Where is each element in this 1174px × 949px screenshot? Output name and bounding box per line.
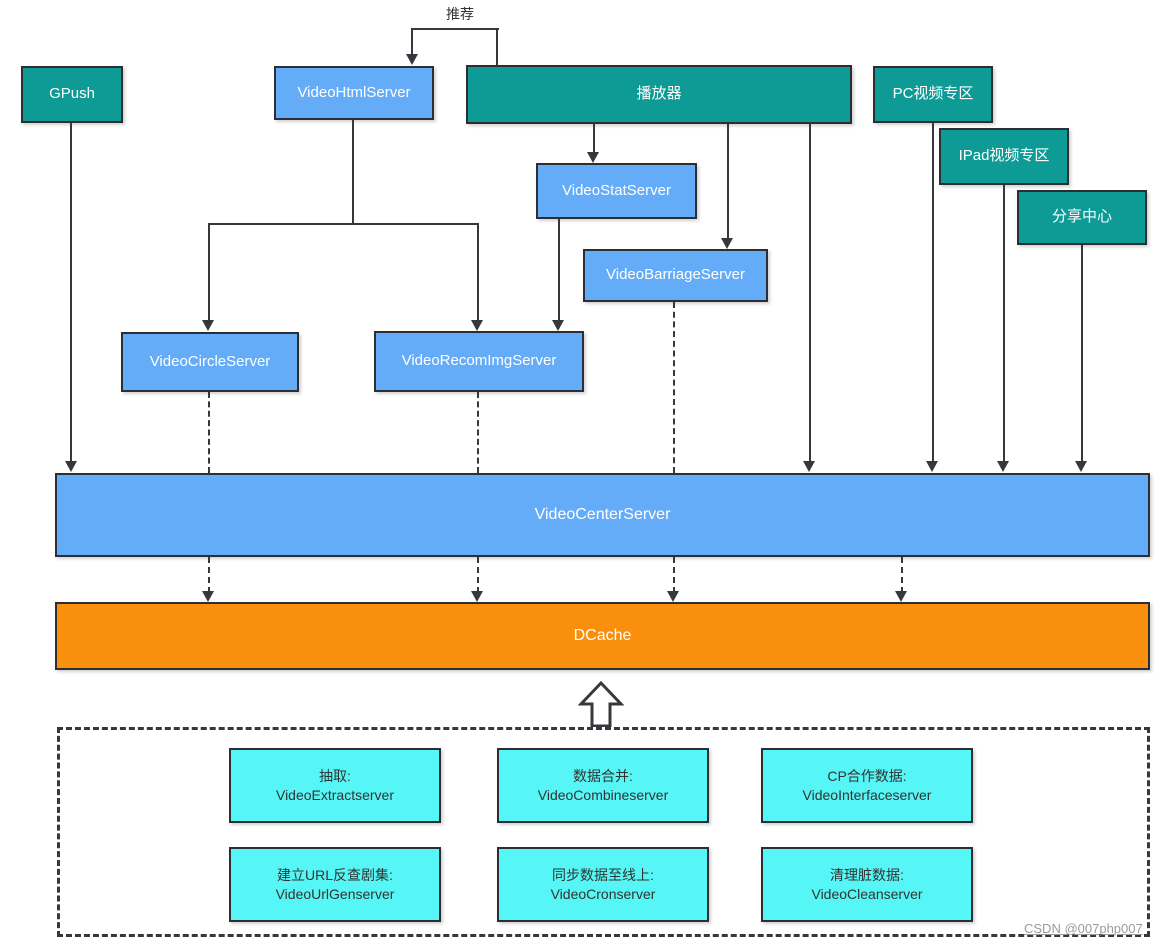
- node-video-html-server-label: VideoHtmlServer: [297, 83, 411, 101]
- arrowhead-gpush-to-center: [65, 461, 77, 472]
- connector-player-to-barriage: [727, 124, 729, 240]
- node-ipad-video-zone-label: IPad视频专区: [958, 147, 1050, 165]
- node-video-barriage-server-label: VideoBarriageServer: [606, 266, 745, 284]
- task-clean-title: 清理脏数据:: [830, 866, 904, 883]
- node-gpush: GPush: [21, 66, 123, 123]
- connector-center-to-dcache-3: [673, 557, 675, 593]
- arrowhead-center-to-dcache-1: [202, 591, 214, 602]
- node-video-circle-server: VideoCircleServer: [121, 332, 299, 392]
- task-combine-title: 数据合并:: [573, 767, 633, 784]
- connector-recomimg-to-center-dashed: [477, 392, 479, 473]
- node-ipad-video-zone: IPad视频专区: [939, 128, 1069, 185]
- connector-center-to-dcache-4: [901, 557, 903, 593]
- node-player-label: 播放器: [636, 85, 682, 103]
- node-share-center: 分享中心: [1017, 190, 1147, 245]
- arrowhead-sharecenter-to-center: [1075, 461, 1087, 472]
- connector-sharecenter-to-center: [1081, 245, 1083, 463]
- connector-pczone-to-center: [932, 123, 934, 463]
- task-combine-name: VideoCombineserver: [537, 786, 669, 803]
- csdn-watermark: CSDN @007php007: [1024, 921, 1143, 936]
- arrowhead-pczone-to-center: [926, 461, 938, 472]
- arrowhead-center-to-dcache-3: [667, 591, 679, 602]
- node-share-center-label: 分享中心: [1051, 208, 1112, 226]
- arrowhead-player-to-barriage: [721, 238, 733, 249]
- edge-label-recommend: 推荐: [446, 6, 474, 22]
- connector-player-to-stat: [593, 124, 595, 154]
- connector-recommend-to-htmlserver: [411, 29, 413, 56]
- connector-center-to-dcache-1: [208, 557, 210, 593]
- arrowhead-center-to-dcache-2: [471, 591, 483, 602]
- arrowhead-stat-to-recomimg: [552, 320, 564, 331]
- task-urlgen-title: 建立URL反查剧集:: [277, 866, 393, 883]
- node-pc-video-zone-label: PC视频专区: [892, 85, 974, 103]
- block-up-arrow-icon: [577, 680, 625, 733]
- bar-video-center-server: VideoCenterServer: [55, 473, 1150, 557]
- task-clean-name: VideoCleanserver: [811, 885, 923, 902]
- arrowhead-to-circle: [202, 320, 214, 331]
- connector-recommend-horizontal: [411, 28, 499, 30]
- arrowhead-to-recomimg: [471, 320, 483, 331]
- task-interface-title: CP合作数据:: [827, 767, 907, 784]
- connector-htmlserver-to-circle: [208, 224, 210, 322]
- arrowhead-player-to-stat: [587, 152, 599, 163]
- task-video-clean-server: 清理脏数据: VideoCleanserver: [761, 847, 973, 922]
- task-cron-name: VideoCronserver: [550, 885, 656, 902]
- node-video-circle-server-label: VideoCircleServer: [149, 352, 271, 370]
- node-pc-video-zone: PC视频专区: [873, 66, 993, 123]
- task-video-interface-server: CP合作数据: VideoInterfaceserver: [761, 748, 973, 823]
- connector-htmlserver-to-recomimg: [477, 224, 479, 322]
- connector-center-to-dcache-2: [477, 557, 479, 593]
- connector-stat-to-recomimg: [558, 219, 560, 322]
- task-cron-title: 同步数据至线上:: [552, 866, 654, 883]
- bar-dcache-label: DCache: [573, 627, 632, 645]
- arrowhead-ipadzone-to-center: [997, 461, 1009, 472]
- connector-ipadzone-to-center: [1003, 185, 1005, 463]
- node-video-html-server: VideoHtmlServer: [274, 66, 434, 120]
- node-player: 播放器: [466, 65, 852, 124]
- task-video-extract-server: 抽取: VideoExtractserver: [229, 748, 441, 823]
- arrowhead-center-to-dcache-4: [895, 591, 907, 602]
- connector-barriage-to-center-dashed: [673, 302, 675, 473]
- task-urlgen-name: VideoUrlGenserver: [275, 885, 395, 902]
- task-video-cron-server: 同步数据至线上: VideoCronserver: [497, 847, 709, 922]
- task-extract-title: 抽取:: [319, 767, 351, 784]
- node-video-recom-img-server-label: VideoRecomImgServer: [401, 352, 557, 370]
- arrowhead-recommend: [406, 54, 418, 65]
- task-extract-name: VideoExtractserver: [275, 786, 394, 803]
- connector-circle-to-center-dashed: [208, 392, 210, 473]
- node-video-stat-server-label: VideoStatServer: [562, 181, 671, 199]
- node-gpush-label: GPush: [49, 85, 95, 103]
- task-video-urlgen-server: 建立URL反查剧集: VideoUrlGenserver: [229, 847, 441, 922]
- connector-gpush-to-center: [70, 123, 72, 463]
- bar-dcache: DCache: [55, 602, 1150, 670]
- connector-recommend-from-player: [496, 29, 498, 65]
- connector-htmlserver-branch: [208, 223, 479, 225]
- node-video-recom-img-server: VideoRecomImgServer: [374, 331, 584, 392]
- node-video-barriage-server: VideoBarriageServer: [583, 249, 768, 302]
- bar-video-center-server-label: VideoCenterServer: [534, 506, 671, 524]
- connector-htmlserver-stem: [352, 120, 354, 224]
- connector-player-to-center: [809, 124, 811, 463]
- arrowhead-player-to-center: [803, 461, 815, 472]
- node-video-stat-server: VideoStatServer: [536, 163, 697, 219]
- task-video-combine-server: 数据合并: VideoCombineserver: [497, 748, 709, 823]
- task-interface-name: VideoInterfaceserver: [802, 786, 932, 803]
